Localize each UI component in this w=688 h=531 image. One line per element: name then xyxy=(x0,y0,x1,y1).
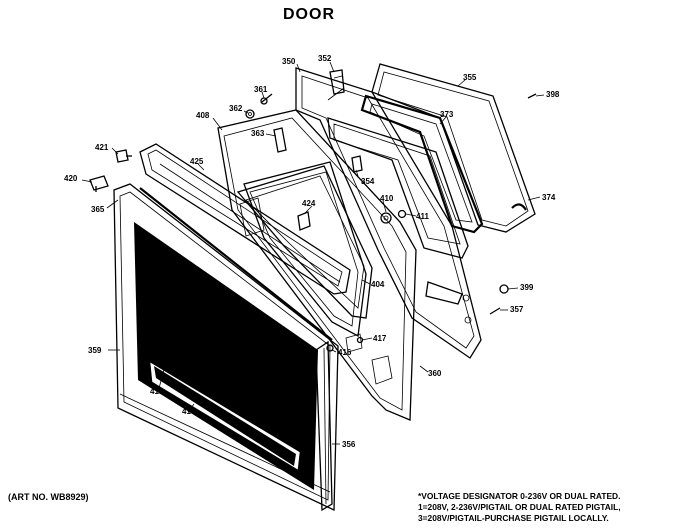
callout-352: 352 xyxy=(318,54,332,63)
bracket-354 xyxy=(351,155,363,173)
callout-labels: 350 352 355 398 361 362 373 408 363 421 … xyxy=(64,54,560,449)
screw-357 xyxy=(489,307,501,315)
callout-361: 361 xyxy=(254,85,268,94)
callout-357: 357 xyxy=(510,305,524,314)
latch-423 xyxy=(285,349,305,387)
spacer-410 xyxy=(380,212,392,224)
callout-425: 425 xyxy=(190,157,204,166)
door-liner-408 xyxy=(217,109,417,421)
top-trim-425 xyxy=(139,143,351,295)
callout-404: 404 xyxy=(371,280,385,289)
callout-365: 365 xyxy=(91,205,105,214)
voltage-note: *VOLTAGE DESIGNATOR 0-236V OR DUAL RATED… xyxy=(418,491,621,524)
callout-411: 411 xyxy=(416,212,429,221)
front-door-panel-359 xyxy=(113,183,339,512)
nut-411 xyxy=(397,209,407,219)
hinge-bracket-352 xyxy=(329,69,345,95)
callout-354: 354 xyxy=(361,177,375,186)
callout-408: 408 xyxy=(196,111,210,120)
callout-350: 350 xyxy=(282,57,296,66)
callout-360: 360 xyxy=(428,369,442,378)
voltage-note-line-3: 3=208V/PIGTAIL-PURCHASE PIGTAIL LOCALLY. xyxy=(418,513,609,523)
callout-419: 419 xyxy=(182,407,196,416)
callout-359: 359 xyxy=(88,346,102,355)
callout-398: 398 xyxy=(546,90,560,99)
washer-369 xyxy=(270,376,280,386)
door-gasket-355 xyxy=(360,63,536,234)
leader-lines xyxy=(81,61,545,445)
callout-423: 423 xyxy=(282,339,296,348)
diagram-title: DOOR xyxy=(283,6,335,23)
callout-410: 410 xyxy=(380,194,394,203)
callout-374: 374 xyxy=(542,193,556,202)
inner-door-panel-360 xyxy=(295,67,482,359)
stud-420 xyxy=(89,175,109,192)
callout-362: 362 xyxy=(229,104,243,113)
plug-399 xyxy=(499,284,509,294)
callout-418: 418 xyxy=(150,387,164,396)
callout-417: 417 xyxy=(373,334,387,343)
door-glass-404 xyxy=(236,165,373,319)
callout-355: 355 xyxy=(463,73,477,82)
callout-363: 363 xyxy=(251,129,265,138)
callout-424: 424 xyxy=(302,199,316,208)
callout-373: 373 xyxy=(440,110,454,119)
bumper-417 xyxy=(356,336,364,344)
stud-418 xyxy=(163,352,173,362)
washer-362 xyxy=(245,109,255,119)
bolt-421 xyxy=(115,149,132,163)
voltage-note-line-1: *VOLTAGE DESIGNATOR 0-236V OR DUAL RATED… xyxy=(418,491,621,501)
screw-361 xyxy=(260,93,273,105)
clip-363 xyxy=(273,127,287,153)
voltage-note-line-2: 1=208V, 2-236V/PIGTAIL OR DUAL RATED PIG… xyxy=(418,502,621,512)
pin-398 xyxy=(527,93,537,99)
side-trim-356 xyxy=(315,340,333,512)
callout-399: 399 xyxy=(520,283,534,292)
callout-356: 356 xyxy=(342,440,356,449)
bumper-416 xyxy=(326,344,334,352)
callout-416: 416 xyxy=(338,348,352,357)
clip-424 xyxy=(297,211,311,231)
callout-369: 369 xyxy=(256,355,270,364)
callout-421: 421 xyxy=(95,143,109,152)
art-number: (ART NO. WB8929) xyxy=(8,492,89,502)
callout-420: 420 xyxy=(64,174,78,183)
